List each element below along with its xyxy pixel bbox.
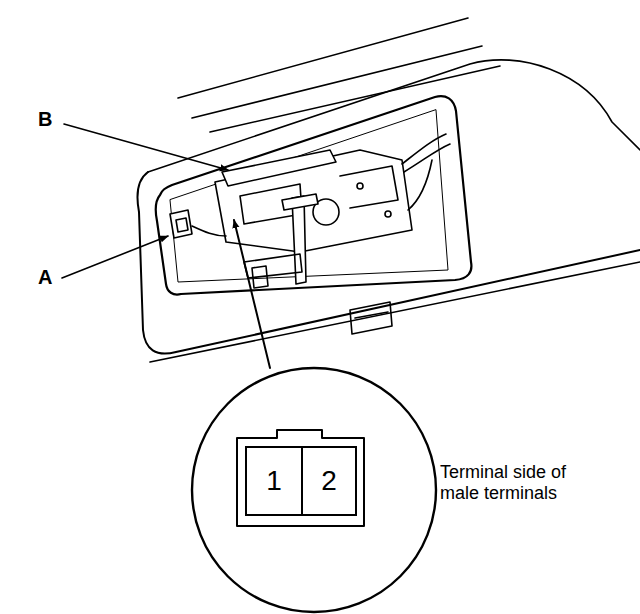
terminal-number: 1: [266, 466, 282, 497]
terminal-box: 2: [301, 446, 357, 516]
terminal-number: 2: [321, 466, 337, 497]
callout-letter: B: [38, 108, 52, 131]
view-note: Terminal side of male terminals: [440, 462, 600, 503]
terminal-box: 1: [245, 446, 303, 516]
callout-letter: A: [38, 266, 52, 289]
